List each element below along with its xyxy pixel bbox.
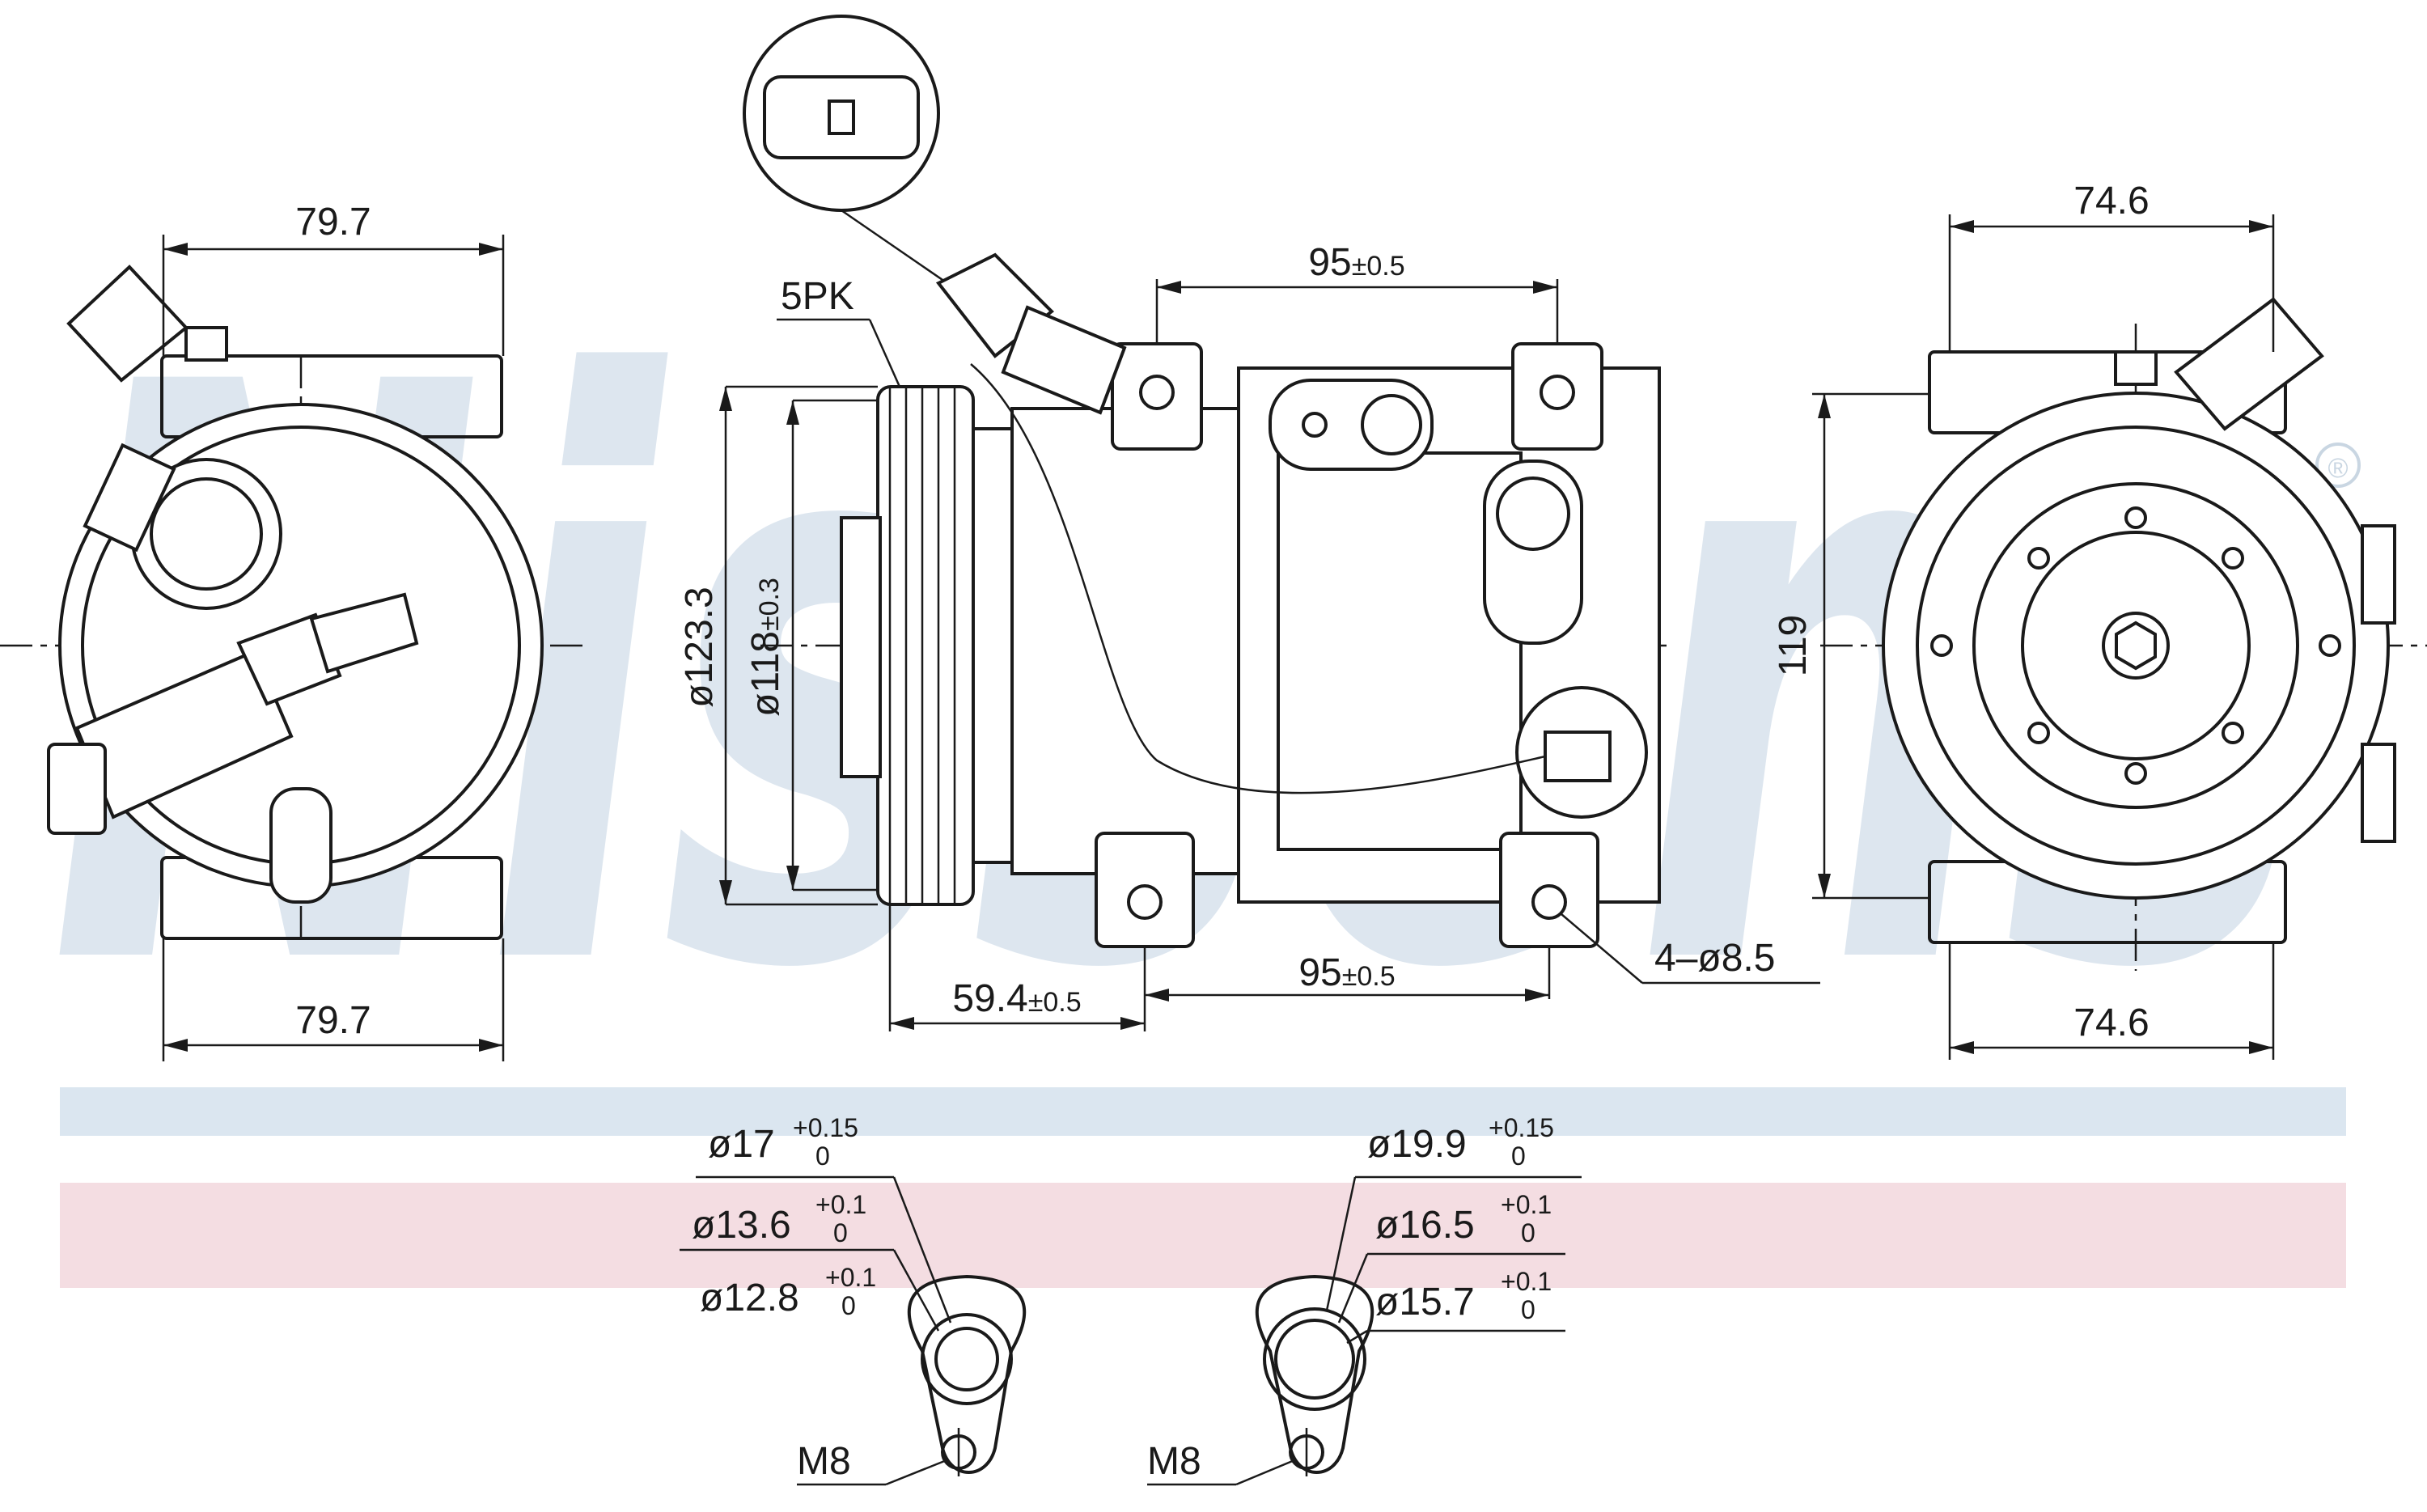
port-right-d2: ø16.5: [1375, 1204, 1475, 1247]
port-right-d3: ø15.7: [1375, 1281, 1475, 1324]
mount-bottom-value: 95: [1298, 951, 1341, 994]
port-right-d3-group: ø15.7: [1375, 1281, 1475, 1324]
mount-top-value: 95: [1308, 241, 1351, 284]
side-view-dimensions: 5PK ø123.3 ø118±0.3 95±0.5 95±0.5: [678, 241, 1820, 1031]
port-left-d1: ø17: [708, 1123, 775, 1166]
port-left-thread: M8: [797, 1440, 851, 1483]
pulley-inner-dia-group: ø118±0.3: [744, 578, 787, 717]
port-left-d3-group: ø12.8: [700, 1277, 799, 1319]
port-left-d2: ø13.6: [692, 1204, 791, 1247]
port-left-d3: ø12.8: [700, 1277, 799, 1319]
mount-holes-label: 4–ø8.5: [1654, 937, 1775, 980]
connector-callout: [743, 15, 1127, 415]
port-left-d3-tol-up: +0.1: [825, 1263, 876, 1292]
mount-bottom-tol: ±0.5: [1342, 961, 1396, 992]
right-width-top: 74.6: [2073, 180, 2149, 222]
right-view-dimensions: 74.6 74.6 119: [1772, 180, 2275, 1060]
port-right-d1-tol-up: +0.15: [1489, 1113, 1554, 1142]
right-view: [1820, 297, 2427, 971]
pulley-inner-tol: ±0.3: [754, 578, 785, 631]
port-detail-right: ø19.9 +0.15 0 ø16.5 +0.1 0 ø15.7 +0.1 0 …: [1147, 1113, 1582, 1486]
port-right-d2-group: ø16.5: [1375, 1204, 1475, 1247]
port-right-d2-tol-up: +0.1: [1501, 1190, 1552, 1219]
mount-bottom-group: 95±0.5: [1298, 951, 1395, 994]
left-view-dimensions: 79.7 79.7: [162, 201, 505, 1061]
right-width-bottom: 74.6: [2073, 1002, 2149, 1044]
pulley-offset-group: 59.4±0.5: [952, 977, 1081, 1020]
belt-label: 5PK: [781, 275, 854, 318]
port-detail-left: ø17 +0.15 0 ø13.6 +0.1 0 ø12.8 +0.1 0 M8: [680, 1113, 1027, 1486]
registered-mark: ®: [2327, 453, 2348, 484]
pulley-offset-value: 59.4: [952, 977, 1027, 1020]
side-view: [760, 342, 1667, 948]
left-width-top: 79.7: [295, 201, 371, 244]
pulley-outer-dia: ø123.3: [678, 587, 721, 707]
pulley-inner-dia: ø118: [744, 631, 787, 717]
port-left-d1-group: ø17: [708, 1123, 775, 1166]
port-right-thread: M8: [1147, 1440, 1201, 1483]
port-left-d2-group: ø13.6: [692, 1204, 791, 1247]
port-right-d1-group: ø19.9: [1367, 1123, 1467, 1166]
left-width-bottom: 79.7: [295, 999, 371, 1042]
port-left-d1-tol-lo: 0: [815, 1141, 830, 1171]
right-height: 119: [1772, 615, 1815, 677]
left-view: [0, 265, 582, 947]
pink-band: [60, 1183, 2346, 1288]
port-right-d1: ø19.9: [1367, 1123, 1467, 1166]
blue-band: [60, 1087, 2346, 1136]
port-left-d1-tol-up: +0.15: [793, 1113, 858, 1142]
registered-mark-circle: [2315, 443, 2361, 488]
pulley-offset-tol: ±0.5: [1028, 987, 1082, 1018]
port-left-d2-tol-lo: 0: [833, 1218, 848, 1247]
mount-top-tol: ±0.5: [1352, 251, 1405, 282]
port-right-d1-tol-lo: 0: [1511, 1141, 1526, 1171]
port-right-d2-tol-lo: 0: [1521, 1218, 1535, 1247]
mount-top-group: 95±0.5: [1308, 241, 1404, 284]
port-left-d3-tol-lo: 0: [841, 1291, 856, 1320]
port-right-d3-tol-up: +0.1: [1501, 1267, 1552, 1296]
port-right-d3-tol-lo: 0: [1521, 1295, 1535, 1324]
port-left-d2-tol-up: +0.1: [815, 1190, 866, 1219]
